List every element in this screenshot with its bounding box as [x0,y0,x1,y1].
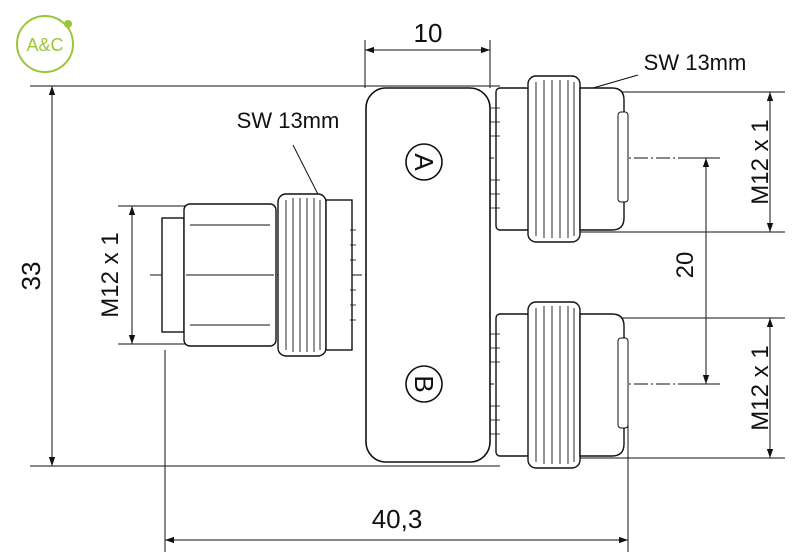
port-a-text: A [409,153,439,171]
dim-port-spacing: 20 [672,252,699,279]
dim-male-thread: M12 x 1 [97,232,124,317]
female-connector-b [490,301,629,469]
port-label-a: A [405,143,443,181]
female-connector-a [490,75,629,243]
y-splitter-body [365,87,491,463]
dim-female-a-thread: M12 x 1 [747,119,774,204]
dim-female-b-thread: M12 x 1 [747,345,774,430]
dim-top-width: 10 [414,18,443,48]
logo: A&C [16,15,74,73]
logo-text: A&C [26,35,63,55]
port-label-b: B [405,365,443,403]
dim-overall-length: 40,3 [372,504,423,534]
wrench-size-male: SW 13mm [237,108,340,133]
wrench-size-female: SW 13mm [644,50,747,75]
port-b-text: B [409,375,439,392]
male-connector [161,193,356,357]
dim-overall-height: 33 [16,262,46,291]
